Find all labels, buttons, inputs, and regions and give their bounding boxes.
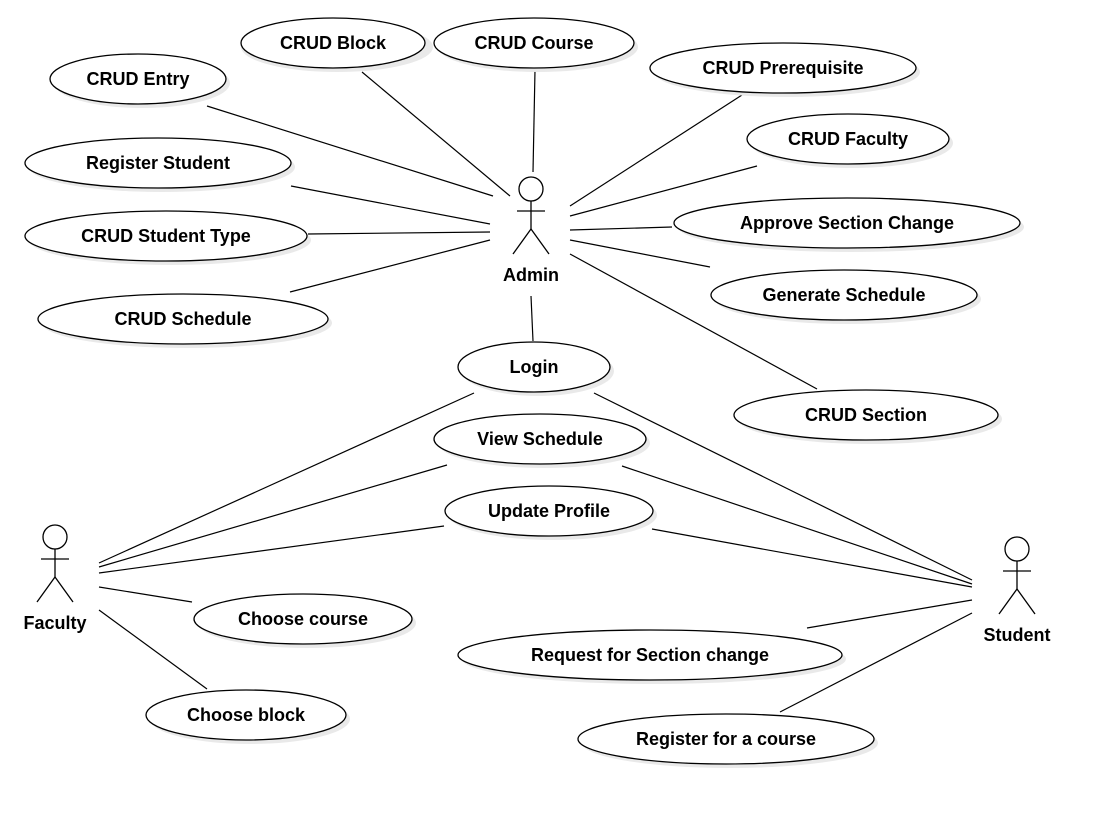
use-case-label: Generate Schedule (762, 285, 925, 305)
use-case-label: CRUD Student Type (81, 226, 251, 246)
use-case-label: View Schedule (477, 429, 603, 449)
use-case-label: Approve Section Change (740, 213, 954, 233)
use-case-crud-entry[interactable]: CRUD Entry (49, 53, 230, 108)
use-case-choose-block[interactable]: Choose block (145, 689, 350, 744)
assoc-faculty-login (98, 392, 475, 564)
assoc-faculty-choose-course (98, 586, 193, 603)
use-case-label: Login (510, 357, 559, 377)
use-case-label: Register Student (86, 153, 230, 173)
use-case-label: CRUD Faculty (788, 129, 908, 149)
use-case-register-course[interactable]: Register for a course (577, 713, 878, 768)
actor-label: Student (984, 625, 1051, 645)
use-case-generate-schedule[interactable]: Generate Schedule (710, 269, 981, 324)
use-case-label: CRUD Section (805, 405, 927, 425)
faculty-associations (98, 392, 475, 690)
assoc-admin-crud-entry (206, 105, 494, 197)
assoc-admin-crud-prerequisite (569, 94, 743, 207)
actor-label: Faculty (23, 613, 86, 633)
assoc-faculty-view-schedule (98, 464, 448, 568)
use-case-approve-section-change[interactable]: Approve Section Change (673, 197, 1024, 252)
assoc-student-login (593, 392, 973, 581)
use-case-crud-section[interactable]: CRUD Section (733, 389, 1002, 444)
assoc-student-update-profile (651, 528, 973, 588)
use-case-request-section-change[interactable]: Request for Section change (457, 629, 846, 684)
use-case-label: Register for a course (636, 729, 816, 749)
admin-associations (206, 69, 818, 390)
assoc-student-request-section-change (806, 599, 973, 629)
use-case-crud-prerequisite[interactable]: CRUD Prerequisite (649, 42, 920, 97)
use-case-label: Choose course (238, 609, 368, 629)
assoc-admin-crud-schedule (289, 239, 491, 293)
use-case-crud-schedule[interactable]: CRUD Schedule (37, 293, 332, 348)
actor-faculty[interactable]: Faculty (23, 524, 87, 633)
use-case-label: Request for Section change (531, 645, 769, 665)
actor-student[interactable]: Student (984, 536, 1051, 645)
use-case-label: Choose block (187, 705, 306, 725)
assoc-admin-register-student (290, 185, 491, 225)
use-case-crud-course[interactable]: CRUD Course (433, 17, 638, 72)
stick-figure-icon (998, 536, 1036, 615)
assoc-admin-approve-section-change (569, 226, 673, 231)
use-case-choose-course[interactable]: Choose course (193, 593, 416, 648)
assoc-faculty-choose-block (98, 609, 208, 690)
actor-label: Admin (503, 265, 559, 285)
use-case-label: Update Profile (488, 501, 610, 521)
assoc-admin-generate-schedule (569, 239, 711, 268)
use-case-register-student[interactable]: Register Student (24, 137, 295, 192)
use-case-update-profile[interactable]: Update Profile (444, 485, 657, 540)
use-case-label: CRUD Schedule (114, 309, 251, 329)
assoc-admin-crud-block (361, 71, 511, 197)
stick-figure-icon (512, 176, 550, 255)
use-case-crud-block[interactable]: CRUD Block (240, 17, 433, 72)
assoc-faculty-update-profile (98, 525, 445, 574)
assoc-admin-crud-course (532, 69, 536, 173)
use-case-view-schedule[interactable]: View Schedule (433, 413, 650, 468)
assoc-student-view-schedule (621, 465, 973, 585)
actor-admin[interactable]: Admin (503, 176, 559, 285)
stick-figure-icon (36, 524, 74, 603)
assoc-student-register-course (779, 612, 973, 713)
assoc-admin-crud-faculty (569, 165, 758, 217)
use-case-label: CRUD Block (280, 33, 387, 53)
assoc-admin-login (530, 295, 534, 342)
student-associations (593, 392, 973, 713)
use-case-crud-faculty[interactable]: CRUD Faculty (746, 113, 953, 168)
use-case-login[interactable]: Login (457, 341, 614, 396)
use-case-label: CRUD Prerequisite (702, 58, 863, 78)
use-case-label: CRUD Entry (86, 69, 189, 89)
assoc-admin-crud-section (569, 253, 818, 390)
use-case-crud-student-type[interactable]: CRUD Student Type (24, 210, 311, 265)
assoc-admin-crud-student-type (307, 231, 491, 235)
use-case-label: CRUD Course (474, 33, 593, 53)
